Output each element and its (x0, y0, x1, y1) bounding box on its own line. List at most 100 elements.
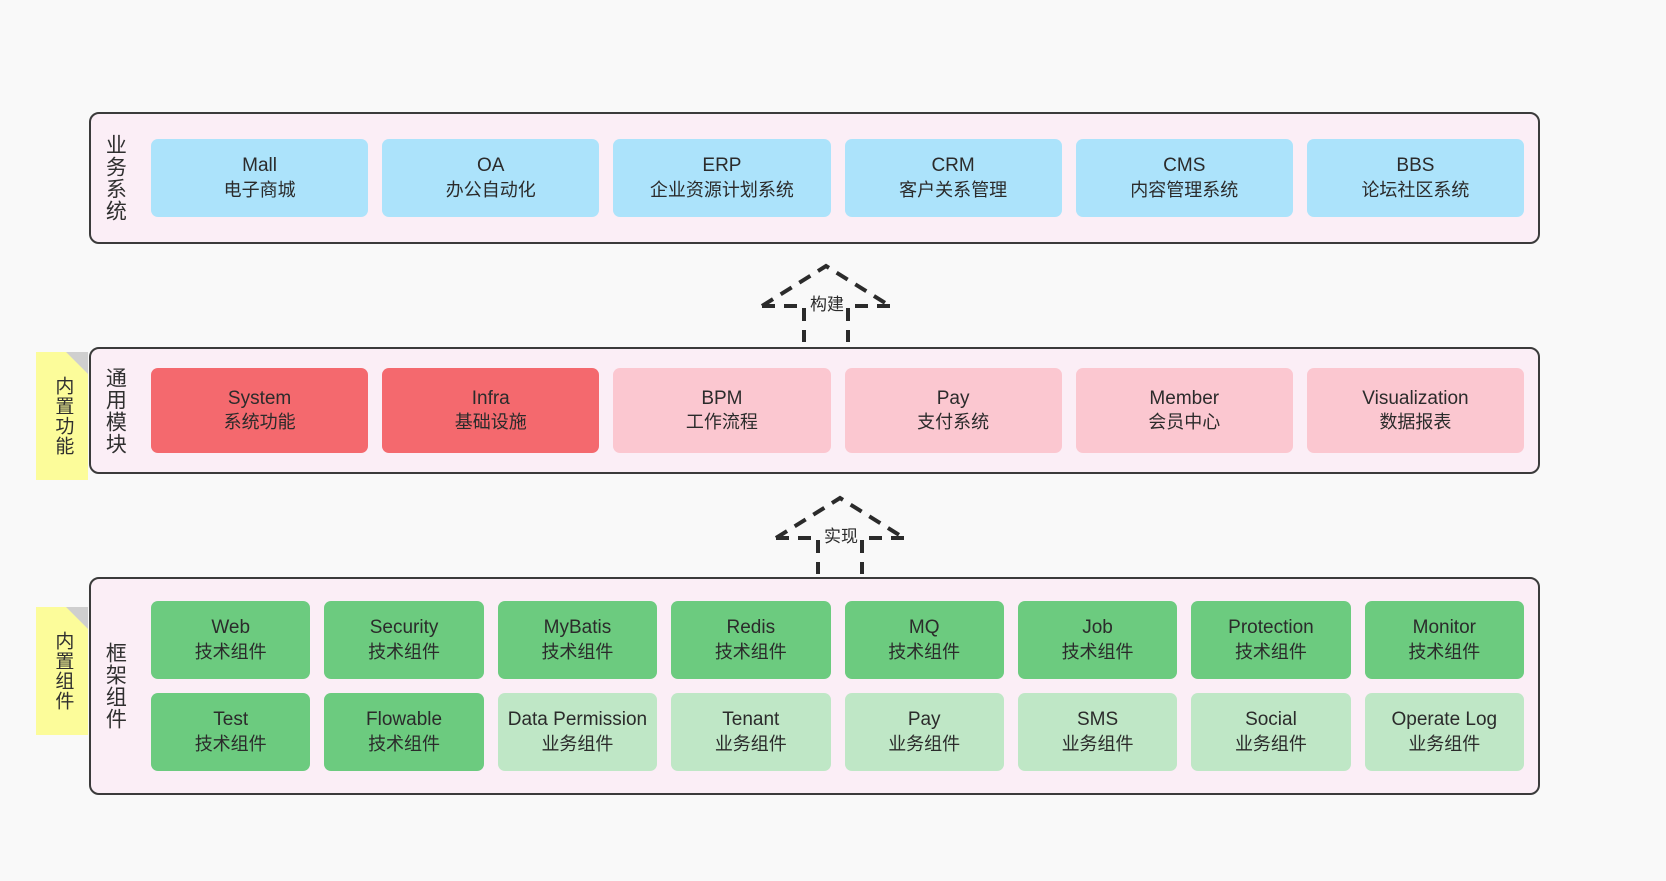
card-title: OA (477, 155, 505, 177)
card-title: Web (211, 617, 251, 639)
framework-component-layer-title: 框架组件 (103, 642, 127, 730)
card-title: Redis (726, 617, 776, 639)
card-title: Job (1082, 617, 1113, 639)
card-title: Pay (936, 387, 970, 409)
module-card-bpm[interactable]: BPM 工作流程 (613, 368, 831, 453)
module-card-infra[interactable]: Infra 基础设施 (382, 368, 600, 453)
card-title: Social (1245, 709, 1297, 731)
card-title: CRM (931, 155, 975, 177)
card-subtitle: 内容管理系统 (1130, 179, 1239, 200)
card-subtitle: 支付系统 (917, 412, 990, 433)
arrowhead-up-icon (760, 263, 892, 308)
module-card-visualization[interactable]: Visualization 数据报表 (1306, 368, 1525, 453)
card-title: Protection (1228, 617, 1314, 639)
module-card-pay[interactable]: Pay 支付系统 (844, 368, 1062, 453)
connector-implement-label: 实现 (822, 522, 860, 547)
card-subtitle: 业务组件 (541, 733, 614, 754)
card-title: Pay (907, 709, 941, 731)
general-module-card-row: System 系统功能 Infra 基础设施 BPM 工作流程 Pay 支付系统 Member 会… (151, 368, 1525, 453)
card-subtitle: 数据报表 (1379, 412, 1452, 433)
card-title: Security (369, 617, 439, 639)
connector-build-label: 构建 (808, 290, 846, 315)
card-subtitle: 技术组件 (194, 641, 267, 662)
card-title: Test (213, 709, 249, 731)
card-subtitle: 业务组件 (714, 733, 787, 754)
card-title: Visualization (1362, 387, 1469, 409)
general-module-card-container: System 系统功能 Infra 基础设施 BPM 工作流程 Pay 支付系统 Member 会… (137, 349, 1538, 472)
card-subtitle: 技术组件 (194, 733, 267, 754)
card-title: Operate Log (1391, 709, 1498, 731)
card-subtitle: 技术组件 (541, 641, 614, 662)
card-subtitle: 技术组件 (1408, 641, 1481, 662)
card-title: MyBatis (543, 617, 612, 639)
card-subtitle: 电子商城 (223, 179, 296, 200)
card-subtitle: 业务组件 (1234, 733, 1307, 754)
arrow-shaft-icon (776, 536, 904, 574)
general-module-layer-title: 通用模块 (103, 366, 127, 455)
card-title: Flowable (366, 709, 443, 731)
card-title: Tenant (722, 709, 780, 731)
card-title: BBS (1396, 155, 1435, 177)
business-system-layer-title: 业务系统 (103, 134, 127, 222)
card-title: Mall (242, 155, 277, 177)
card-title: Infra (471, 387, 510, 409)
card-subtitle: 系统功能 (223, 412, 296, 433)
card-title: Member (1149, 387, 1220, 409)
card-subtitle: 基础设施 (454, 412, 527, 433)
sticky-note-builtin-features-label: 内置功能 (52, 376, 74, 456)
arrow-shaft-icon (762, 304, 890, 342)
card-title: SMS (1076, 709, 1119, 731)
card-title: ERP (702, 155, 742, 177)
arrowhead-up-icon (774, 495, 906, 540)
card-title: Monitor (1412, 617, 1476, 639)
module-card-member[interactable]: Member 会员中心 (1075, 368, 1293, 453)
folded-corner-icon (66, 352, 88, 374)
card-subtitle: 技术组件 (888, 641, 961, 662)
module-card-system[interactable]: System 系统功能 (151, 368, 369, 453)
card-title: Data Permission (507, 709, 648, 731)
sticky-note-builtin-features: 内置功能 (36, 352, 88, 480)
card-subtitle: 技术组件 (714, 641, 787, 662)
card-title: BPM (701, 387, 743, 409)
connector-implement: 实现 (772, 492, 912, 574)
card-title: CMS (1163, 155, 1206, 177)
card-subtitle: 工作流程 (685, 412, 758, 433)
card-title: MQ (908, 617, 940, 639)
card-title: System (227, 387, 292, 409)
card-subtitle: 客户关系管理 (899, 179, 1008, 200)
card-subtitle: 技术组件 (368, 641, 441, 662)
card-subtitle: 会员中心 (1148, 412, 1221, 433)
card-subtitle: 业务组件 (1408, 733, 1481, 754)
card-subtitle: 企业资源计划系统 (649, 179, 794, 200)
card-subtitle: 业务组件 (1061, 733, 1134, 754)
card-subtitle: 论坛社区系统 (1361, 179, 1470, 200)
card-subtitle: 技术组件 (1234, 641, 1307, 662)
